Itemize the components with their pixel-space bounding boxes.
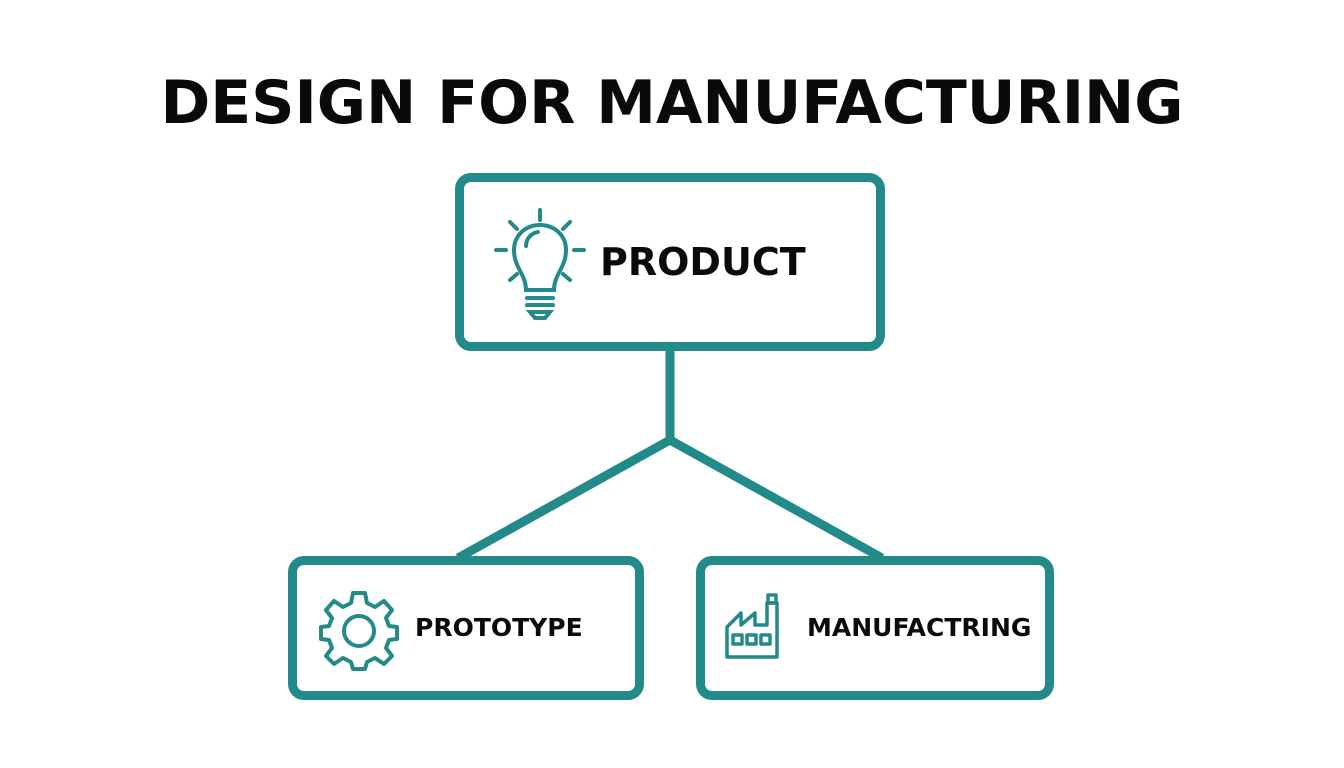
gear-icon bbox=[319, 591, 399, 671]
factory-icon bbox=[725, 593, 779, 659]
node-prototype: PROTOTYPE bbox=[288, 556, 644, 700]
node-label-manufacturing: MANUFACTRING bbox=[807, 613, 1032, 642]
diagram-title: DESIGN FOR MANUFACTURING bbox=[160, 68, 1184, 138]
lightbulb-icon bbox=[494, 208, 586, 320]
node-manufacturing: MANUFACTRING bbox=[696, 556, 1054, 700]
node-product: PRODUCT bbox=[455, 173, 885, 351]
node-label-prototype: PROTOTYPE bbox=[415, 613, 583, 642]
node-label-product: PRODUCT bbox=[600, 240, 806, 284]
